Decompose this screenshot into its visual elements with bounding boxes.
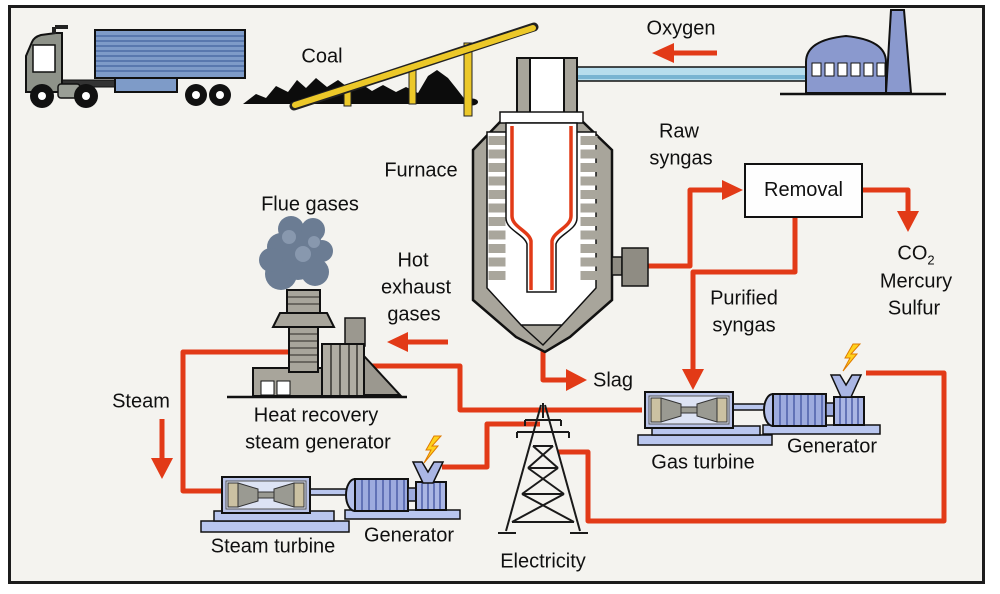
label-electricity: Electricity (500, 550, 586, 573)
electricity-tower (498, 403, 588, 534)
v-connector-left (411, 461, 445, 484)
truck-trailer-step (114, 77, 178, 93)
coal-truck (25, 25, 246, 108)
pipe-removal-to-co2 (863, 187, 911, 212)
hrsg-top-box (344, 317, 366, 347)
label-co2: CO2 (897, 242, 935, 268)
gas-turbine-machine (637, 391, 773, 446)
hrsg (227, 216, 407, 399)
label-hrsg-2: steam generator (245, 431, 391, 454)
steam-turbine (200, 476, 351, 533)
pipe-network (159, 50, 947, 524)
furnace-top-band (499, 111, 584, 124)
arrow-into-removal (722, 180, 743, 200)
label-flue-gases: Flue gases (261, 193, 359, 216)
label-coal: Coal (301, 45, 343, 68)
furnace-outlet-stem (611, 256, 623, 276)
arrow-steam-down (151, 458, 173, 479)
lightning-bolt-left (423, 435, 443, 464)
arrow-hot-exhaust-left (387, 332, 408, 352)
pipe-slag (540, 348, 567, 383)
label-generator-right: Generator (786, 435, 878, 458)
label-generator-left: Generator (363, 524, 455, 547)
removal-box: Removal (744, 163, 863, 218)
oxygen-plant-chimney (884, 9, 913, 94)
arrow-slag-right (566, 369, 587, 391)
flue-gas-smoke (259, 216, 333, 290)
arrow-purified-down (682, 369, 704, 390)
truck-window (32, 44, 56, 73)
furnace-neck-right (563, 57, 578, 117)
furnace (471, 57, 649, 354)
pipe-purified-syngas (690, 218, 798, 370)
furnace-neck-left (516, 57, 531, 117)
arrow-oxygen-left (652, 43, 674, 63)
furnace-funnel-inner (520, 324, 563, 347)
conveyor (289, 22, 539, 117)
label-gas-turbine: Gas turbine (651, 451, 755, 474)
label-raw-syngas-1: Raw (658, 120, 700, 143)
label-mercury: Mercury (879, 270, 953, 293)
pipe-hot-exhaust (372, 363, 642, 413)
furnace-vessel-lining (510, 126, 573, 290)
label-raw-syngas-2: syngas (649, 147, 713, 170)
pipe-steam (180, 349, 288, 494)
oxygen-plant-windows (811, 62, 886, 77)
label-hot-3: gases (387, 303, 441, 326)
oxygen-pipe (574, 66, 809, 82)
generator-right-machine (762, 343, 881, 435)
oxygen-plant (780, 9, 946, 96)
wire-left-generator (442, 421, 540, 470)
arrow-co2-down (897, 211, 919, 232)
hrsg-wedge (363, 353, 403, 396)
label-hot-2: exhaust (380, 276, 452, 299)
label-removal: Removal (764, 179, 843, 201)
label-steam: Steam (112, 390, 170, 413)
furnace-outlet-flange (621, 247, 649, 287)
generator-left-machine (344, 435, 461, 520)
truck-exhaust (52, 27, 56, 34)
label-purified-2: syngas (712, 314, 776, 337)
furnace-neck-center (529, 57, 565, 117)
label-sulfur: Sulfur (887, 297, 941, 320)
hrsg-chimney (271, 289, 336, 373)
label-furnace: Furnace (384, 159, 458, 182)
pipe-raw-syngas (648, 187, 723, 269)
label-steam-turbine: Steam turbine (210, 535, 336, 558)
label-oxygen: Oxygen (646, 17, 716, 40)
label-purified-1: Purified (710, 287, 778, 310)
v-connector-right (829, 374, 863, 398)
lightning-bolt-right (842, 343, 862, 372)
label-hot-1: Hot (397, 249, 429, 272)
truck-trailer (94, 29, 246, 79)
label-slag: Slag (592, 369, 634, 392)
label-hrsg-1: Heat recovery (253, 404, 379, 427)
pipe-arrowheads (151, 43, 919, 479)
wire-right-generator (558, 370, 947, 524)
truck-roof-bar (55, 25, 68, 29)
furnace-vessel (505, 122, 578, 293)
